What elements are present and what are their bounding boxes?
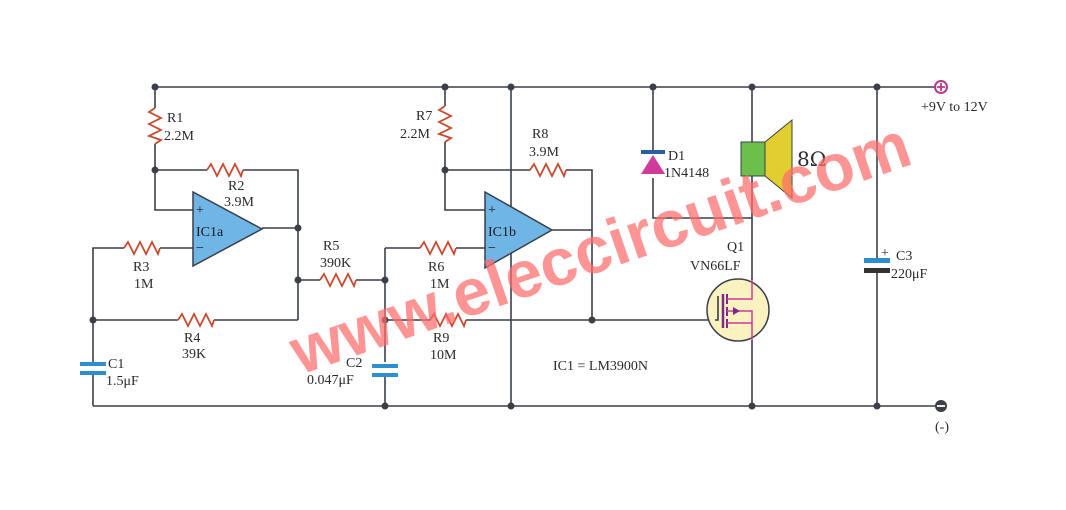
opamp-ic1b: + − IC1b xyxy=(484,190,554,270)
watermark-text: www.eleccircuit.com xyxy=(280,106,920,388)
label-r5-value: 390K xyxy=(320,256,351,271)
label-r5-name: R5 xyxy=(323,239,339,254)
opamp-ic1a: + − IC1a xyxy=(192,190,264,268)
c3-plus-sign: + xyxy=(881,246,889,261)
label-r1-value: 2.2M xyxy=(164,129,195,144)
speaker-icon xyxy=(740,118,793,200)
label-supply: +9V to 12V xyxy=(921,100,988,115)
component-labels: R1 2.2M R2 3.9M R3 1M R4 39K R5 390K R6 … xyxy=(106,100,988,435)
ic1b-label: IC1b xyxy=(488,225,516,240)
label-c3-name: C3 xyxy=(896,249,912,264)
ic1b-minus: − xyxy=(488,241,496,256)
label-q1-name: Q1 xyxy=(727,240,744,255)
capacitor-c2 xyxy=(372,364,398,377)
label-ground: (-) xyxy=(935,420,949,435)
label-c1-name: C1 xyxy=(108,357,124,372)
label-r2-value: 3.9M xyxy=(224,195,255,210)
wires xyxy=(92,86,935,407)
resistor-r7 xyxy=(436,105,454,143)
label-d1-name: D1 xyxy=(668,149,685,164)
resistor-r2 xyxy=(206,161,244,179)
ic1a-minus: − xyxy=(196,241,204,256)
label-c2-value: 0.047μF xyxy=(307,373,354,388)
resistor-r6 xyxy=(419,239,457,257)
label-q1-value: VN66LF xyxy=(690,259,741,274)
label-r8-name: R8 xyxy=(532,127,548,142)
capacitor-c3: + xyxy=(864,246,890,273)
label-r6-name: R6 xyxy=(428,260,444,275)
label-ic-note: IC1 = LM3900N xyxy=(553,359,648,374)
label-r2-name: R2 xyxy=(228,179,244,194)
label-r7-value: 2.2M xyxy=(400,127,431,142)
resistor-r8 xyxy=(529,161,567,179)
resistors xyxy=(123,105,567,329)
label-c2-name: C2 xyxy=(346,356,362,371)
mosfet-q1 xyxy=(706,278,770,342)
supply-terminal-icon xyxy=(934,80,948,94)
label-c3-value: 220μF xyxy=(891,267,928,282)
resistor-r3 xyxy=(123,239,161,257)
resistor-r9 xyxy=(429,311,467,329)
resistor-r5 xyxy=(319,271,357,289)
label-r6-value: 1M xyxy=(430,277,450,292)
label-c1-value: 1.5μF xyxy=(106,374,139,389)
resistor-r1 xyxy=(146,107,164,145)
label-r9-name: R9 xyxy=(433,331,449,346)
label-r3-name: R3 xyxy=(133,260,149,275)
diode-d1 xyxy=(641,150,665,174)
label-speaker: 8Ω xyxy=(797,147,826,171)
junctions xyxy=(89,83,881,410)
label-r8-value: 3.9M xyxy=(529,145,560,160)
ic1b-plus: + xyxy=(488,203,496,218)
label-r1-name: R1 xyxy=(167,111,183,126)
ic1a-plus: + xyxy=(196,203,204,218)
label-r4-value: 39K xyxy=(182,347,206,362)
capacitor-c1 xyxy=(80,360,106,375)
ground-terminal-icon xyxy=(935,400,947,412)
label-r7-name: R7 xyxy=(416,109,432,124)
label-r3-value: 1M xyxy=(134,277,154,292)
ic1a-label: IC1a xyxy=(196,225,224,240)
resistor-r4 xyxy=(177,311,215,329)
label-r4-name: R4 xyxy=(184,331,200,346)
label-d1-value: 1N4148 xyxy=(664,166,709,181)
label-r9-value: 10M xyxy=(430,348,457,363)
